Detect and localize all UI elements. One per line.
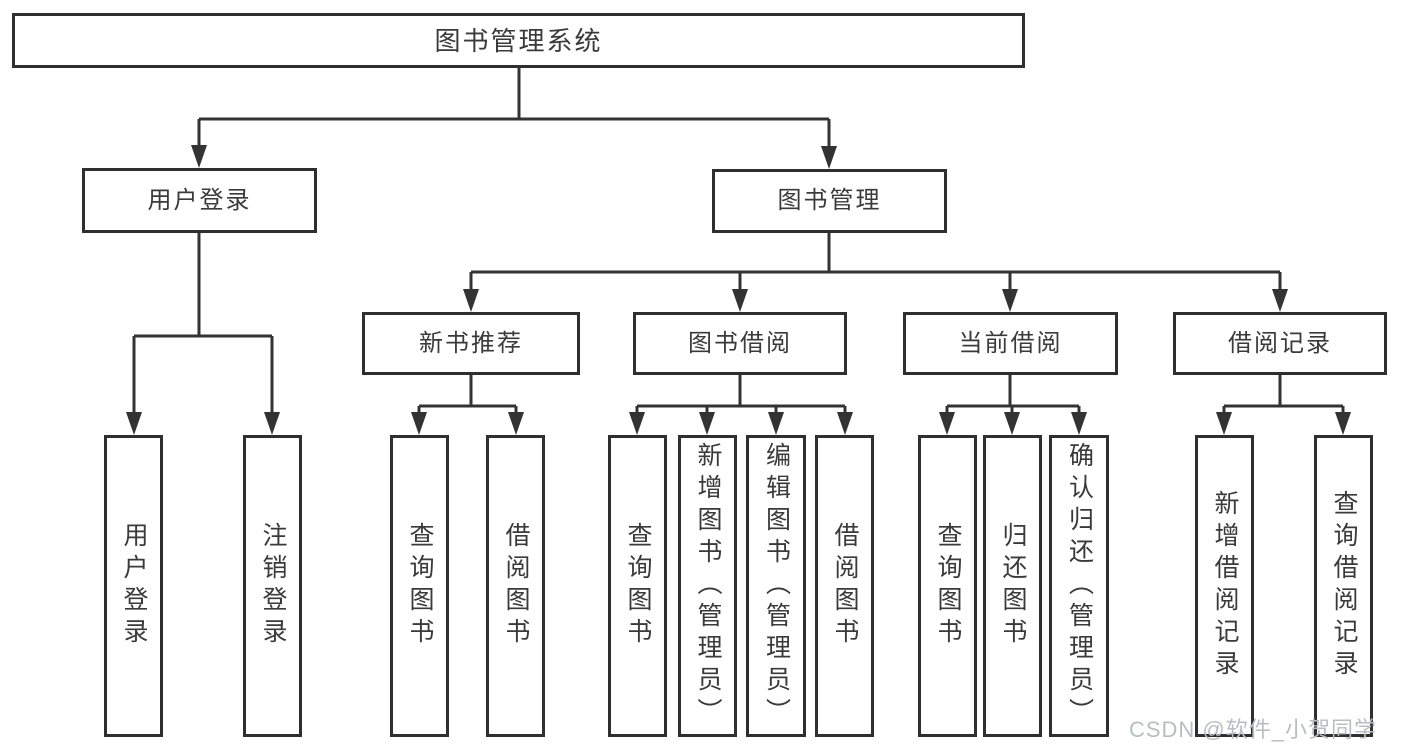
connector-borrowing-records-children: [1222, 375, 1345, 414]
csdn-watermark: CSDN @软件_小贺同学: [1128, 717, 1377, 742]
node-confirm-return-admin: 确认归还（管理员）: [1049, 435, 1109, 737]
arrow-down-icon: [191, 145, 207, 168]
node-add-book-admin: 新增图书（管理员）: [678, 435, 737, 737]
arrow-down-icon: [508, 412, 524, 435]
node-book-borrowing: 图书借阅: [633, 312, 847, 375]
node-book-management: 图书管理: [712, 169, 947, 233]
connector-book-management-children: [469, 233, 1282, 292]
connector-user-login-children: [132, 233, 274, 414]
arrow-down-icon: [768, 412, 784, 435]
arrow-down-icon: [411, 412, 427, 435]
node-user-login: 用户登录: [82, 168, 317, 233]
arrow-down-icon: [837, 412, 853, 435]
connector-new-book-children: [417, 375, 518, 414]
arrow-down-icon: [1335, 412, 1351, 435]
node-current-borrowing: 当前借阅: [903, 312, 1118, 375]
arrow-down-icon: [732, 289, 748, 312]
arrow-down-icon: [264, 412, 280, 435]
node-borrowing-records: 借阅记录: [1173, 312, 1387, 375]
node-user-login-leaf: 用户登录: [104, 435, 163, 737]
node-borrow-books-leaf: 借阅图书: [815, 435, 874, 737]
node-return-books: 归还图书: [983, 435, 1042, 737]
node-add-borrow-record: 新增借阅记录: [1195, 435, 1254, 737]
arrow-down-icon: [1216, 412, 1232, 435]
arrow-down-icon: [1071, 412, 1087, 435]
arrow-down-icon: [629, 412, 645, 435]
arrow-down-icon: [821, 146, 837, 169]
node-query-borrow-record: 查询借阅记录: [1314, 435, 1373, 737]
node-borrow-books-recommend: 借阅图书: [486, 435, 545, 737]
connector-book-borrowing-children: [635, 375, 847, 414]
node-edit-book-admin: 编辑图书（管理员）: [746, 435, 806, 737]
arrow-down-icon: [1004, 412, 1020, 435]
connector-root-to-level2: [197, 68, 831, 149]
arrow-down-icon: [1272, 289, 1288, 312]
node-query-books-borrowing: 查询图书: [608, 435, 667, 737]
arrow-down-icon: [126, 412, 142, 435]
arrow-down-icon: [1002, 289, 1018, 312]
connector-current-borrowing-children: [945, 375, 1081, 414]
node-query-books-current: 查询图书: [918, 435, 977, 737]
arrow-down-icon: [463, 289, 479, 312]
arrow-down-icon: [939, 412, 955, 435]
node-new-book-recommendation: 新书推荐: [362, 312, 580, 375]
arrow-down-icon: [699, 412, 715, 435]
node-query-books-recommend: 查询图书: [390, 435, 449, 737]
node-library-management-system: 图书管理系统: [12, 13, 1025, 68]
node-logout-leaf: 注销登录: [243, 435, 302, 737]
